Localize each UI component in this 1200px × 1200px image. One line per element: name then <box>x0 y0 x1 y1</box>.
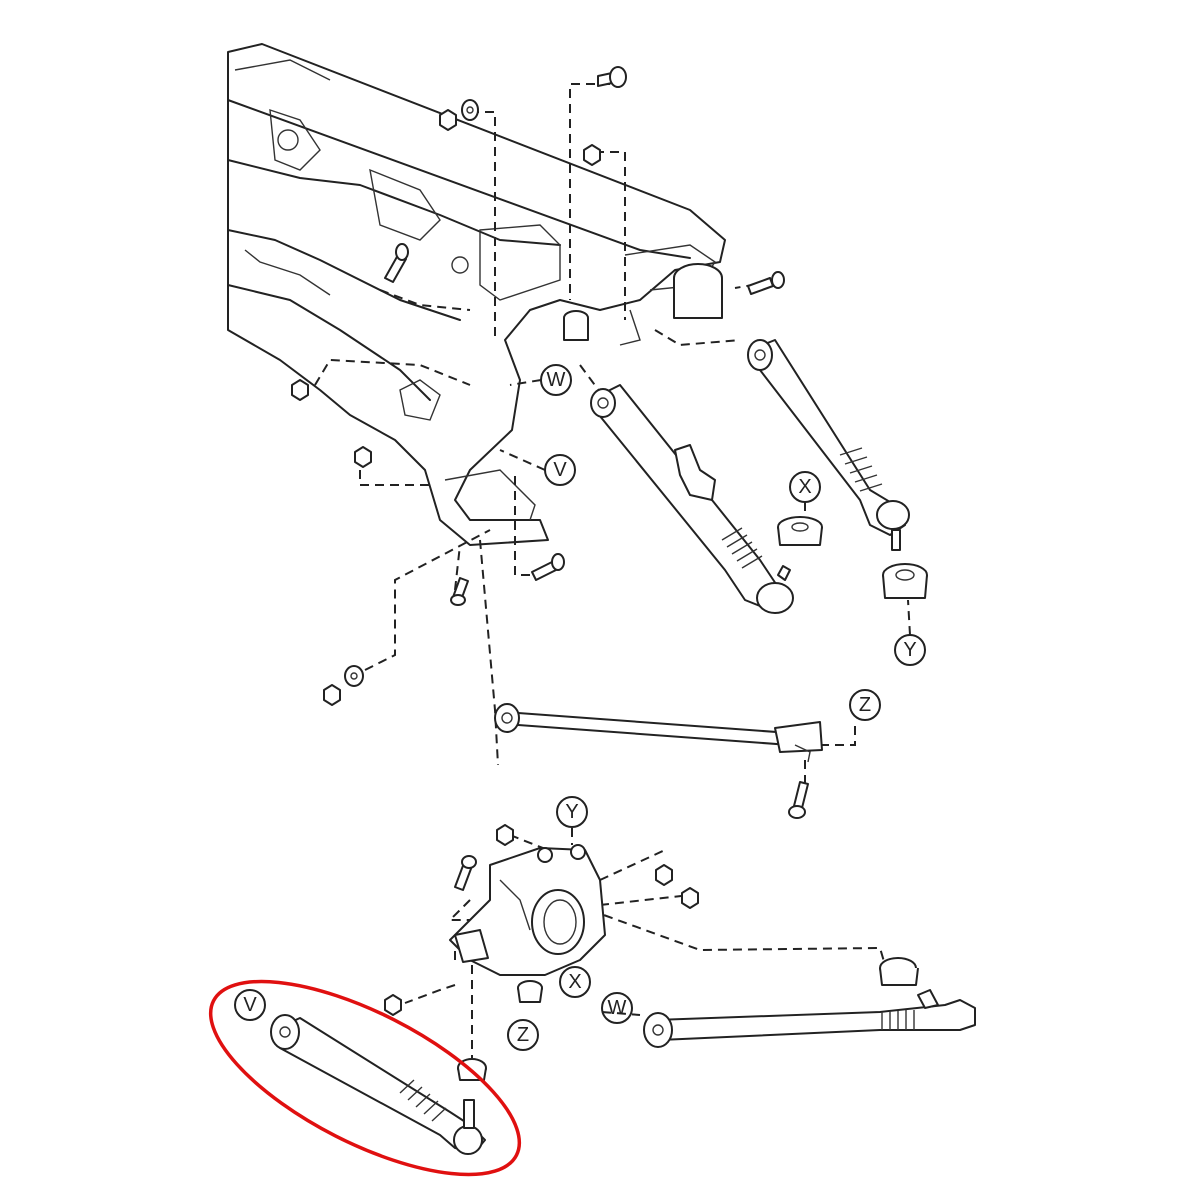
callout-z-bottom: Z <box>507 1019 539 1051</box>
svg-text:W: W <box>608 997 627 1019</box>
callout-x-top: X <box>789 471 821 503</box>
callout-leaders <box>499 379 911 1016</box>
svg-text:X: X <box>798 476 811 498</box>
arm-upper-center <box>590 384 794 614</box>
callout-w-top: W <box>540 364 572 396</box>
arm-lower-w <box>643 957 976 1048</box>
bolt-z-arm <box>788 781 809 819</box>
bushing-x-top <box>777 516 823 546</box>
bolt-right <box>747 271 785 295</box>
svg-text:Z: Z <box>859 694 871 716</box>
fasteners <box>291 66 809 819</box>
nut-upper <box>583 144 601 166</box>
bushing-y-top <box>882 563 928 599</box>
bolt-top <box>597 66 627 88</box>
bolt-knuckle-left <box>454 855 477 891</box>
callout-v-top: V <box>544 454 576 486</box>
arm-lower-v <box>270 1014 486 1155</box>
svg-text:V: V <box>553 459 567 481</box>
svg-text:W: W <box>547 369 566 391</box>
svg-text:Y: Y <box>903 639 916 661</box>
callout-w-bottom: W <box>601 992 633 1024</box>
nut-washer-bottom <box>323 665 364 706</box>
bolt-vertical <box>450 577 469 606</box>
svg-text:Y: Y <box>565 801 578 823</box>
callout-z-top: Z <box>849 689 881 721</box>
callout-x-bottom: X <box>559 966 591 998</box>
arm-lateral-z <box>494 703 823 763</box>
arm-upper-right <box>747 339 910 551</box>
svg-text:Z: Z <box>517 1024 529 1046</box>
callout-y-bottom: Y <box>556 796 588 828</box>
bolt-center <box>531 553 565 581</box>
bolt-left <box>384 243 409 283</box>
rear-subframe <box>227 43 726 546</box>
bushing-w-bottom <box>879 957 919 986</box>
knuckle-assembly <box>449 844 606 1003</box>
nut-washer-top <box>439 99 479 131</box>
nut-left-lower <box>354 446 372 468</box>
svg-text:V: V <box>243 994 257 1016</box>
svg-text:X: X <box>568 971 581 993</box>
nut-left <box>291 379 309 401</box>
highlight-ellipse <box>208 979 522 1177</box>
callout-y-top: Y <box>894 634 926 666</box>
callout-v-bottom: V <box>234 989 266 1021</box>
